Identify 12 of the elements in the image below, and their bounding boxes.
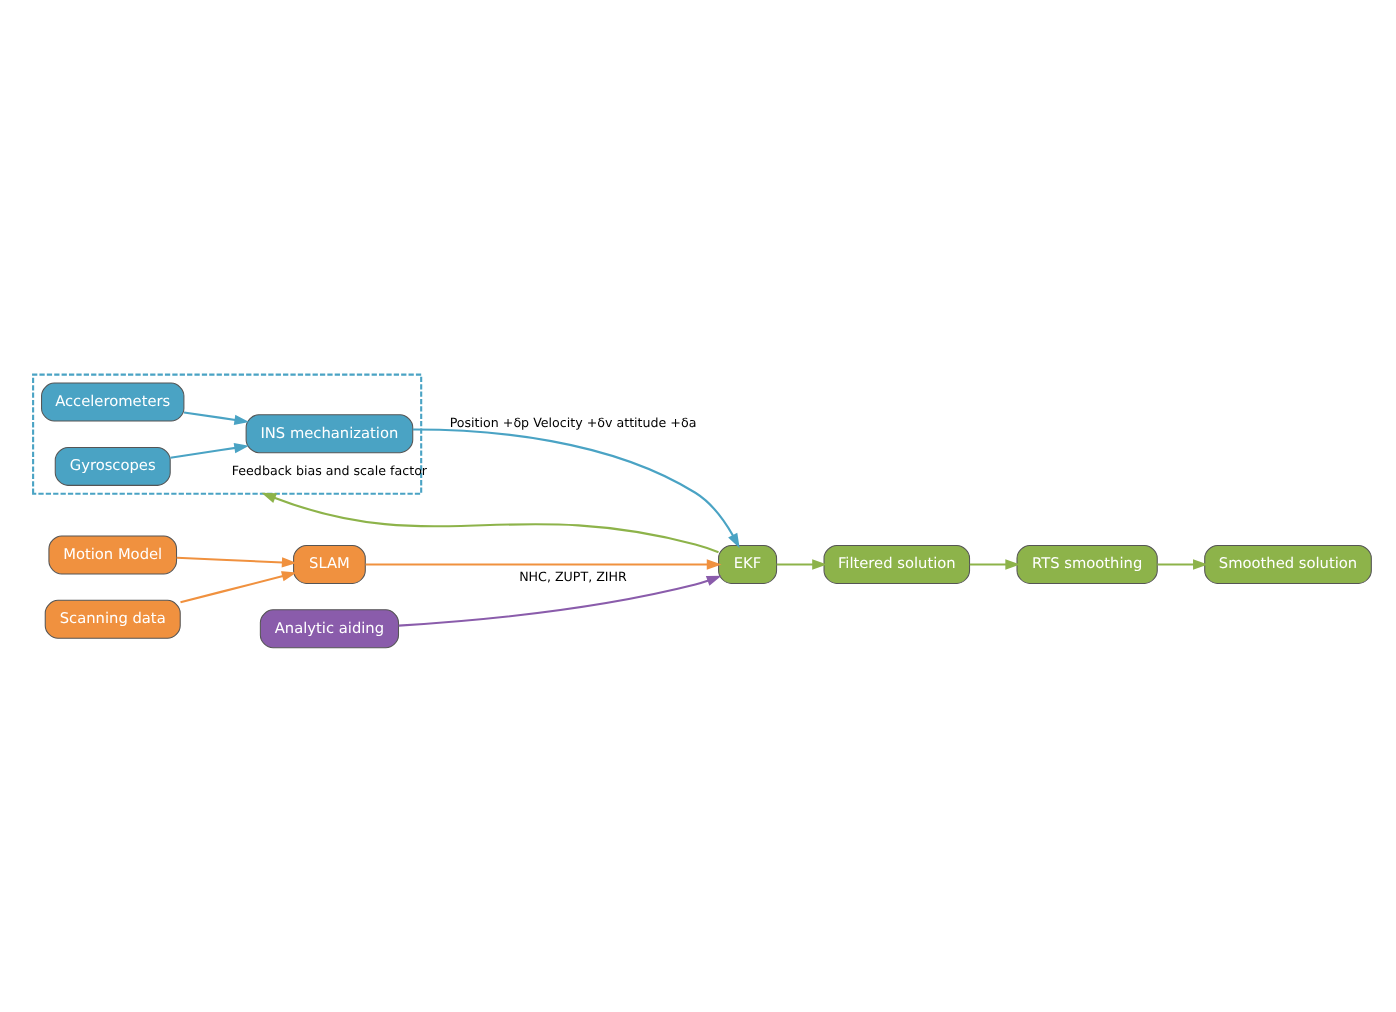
arrow bbox=[365, 558, 722, 569]
arrow bbox=[969, 558, 1021, 569]
cluster bbox=[32, 372, 423, 494]
arrow bbox=[176, 555, 297, 567]
arrow bbox=[412, 427, 740, 548]
arrow bbox=[180, 570, 297, 603]
arrow bbox=[1157, 558, 1208, 569]
arrow bbox=[170, 441, 250, 458]
arrow bbox=[398, 574, 722, 626]
arrow bbox=[776, 558, 827, 569]
arrow bbox=[183, 410, 250, 424]
arrow bbox=[261, 491, 719, 553]
